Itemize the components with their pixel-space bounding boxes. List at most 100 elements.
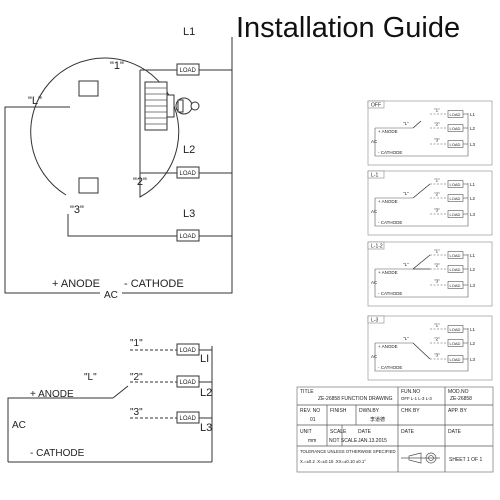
load-2-label: LOAD: [180, 171, 197, 177]
panel-anode-label: + ANODE: [378, 270, 398, 275]
shaft-tip: [190, 101, 200, 111]
panel-frame: [367, 315, 493, 381]
load-3-label: LOAD: [180, 234, 197, 240]
panel-ac-label: AC: [371, 280, 378, 285]
panel-terminal-label: "3": [434, 353, 440, 358]
panel-load-label: LOAD: [450, 126, 461, 131]
panel-terminal-label: "1": [434, 108, 440, 113]
tb-mod-no-label: MOD.NO: [448, 389, 469, 395]
panel-terminal-label: "2": [434, 263, 440, 268]
panel-tab: [367, 100, 385, 109]
panel-tab: [367, 170, 385, 179]
line-l3-label: L3: [183, 208, 195, 220]
panel-line-label: L2: [470, 126, 476, 131]
shaft-thread: [145, 87, 167, 125]
position-label: OFF: [371, 103, 381, 109]
title-block-frame: [296, 386, 494, 473]
panel-line-label: L1: [470, 112, 476, 117]
cathode-label-b: - CATHODE: [30, 448, 85, 459]
line-l2-label: L2: [183, 144, 195, 156]
panel-switch-blade: [412, 183, 431, 199]
panel-terminal-l: "L": [403, 121, 409, 126]
panel-frame: [367, 100, 493, 166]
panel-load-label: LOAD: [450, 212, 461, 217]
cathode-label: - CATHODE: [124, 278, 184, 290]
tb-finish-label: FINISH: [330, 408, 347, 414]
panel-switch-blade: [412, 120, 422, 129]
panel-tab: [367, 315, 385, 324]
panel-line-label: L1: [470, 253, 476, 258]
panel-anode-label: + ANODE: [378, 344, 398, 349]
terminal-3-label: "3": [70, 204, 84, 216]
panel-terminal-l: "L": [403, 336, 409, 341]
panel-cathode-label: - CATHODE: [378, 365, 402, 370]
tb-date3-label: DATE: [448, 429, 462, 435]
line-l2-label-b: L2: [200, 387, 212, 399]
panel-ac-label: AC: [371, 209, 378, 214]
panel-return-wire: [374, 328, 469, 372]
terminal-3-label-b: "3": [130, 407, 143, 418]
switch-body: [30, 57, 180, 198]
panel-line-label: L1: [470, 327, 476, 332]
panel-ac-label: AC: [371, 139, 378, 144]
terminal-2-label: "2": [133, 176, 147, 188]
shaft-collar: [166, 94, 175, 118]
terminal-2-label-b: "2": [130, 372, 143, 383]
panel-terminal-l: "L": [403, 191, 409, 196]
panel-terminal-label: "2": [434, 337, 440, 342]
panel-load-label: LOAD: [450, 142, 461, 147]
panel-terminal-label: "1": [434, 323, 440, 328]
page-title: Installation Guide: [236, 12, 461, 44]
load-b1-label: LOAD: [180, 348, 197, 354]
anode-rail: [7, 397, 30, 462]
line-l3-label-b: L3: [200, 422, 212, 434]
tb-dwn-by-label: DWN.BY: [359, 408, 380, 414]
load-b3-label: LOAD: [180, 416, 197, 422]
tb-rev-no-label: REV. NO: [300, 408, 320, 414]
terminal-1-label: "1": [110, 60, 124, 72]
position-label: L-3: [371, 318, 378, 324]
terminal-l-label-b: "L": [84, 372, 97, 383]
panel-cathode-label: - CATHODE: [378, 220, 402, 225]
panel-anode-label: + ANODE: [378, 199, 398, 204]
bottom-diagram: LOAD LOAD LOAD "L" "1" "2" "3" LI L2 L3 …: [7, 338, 213, 463]
panel-switch-blade: [412, 254, 431, 270]
tb-title-value: ZE-26858 FUNCTION DRAWING: [318, 396, 393, 402]
tb-sheet: SHEET 1 OF 1: [449, 457, 482, 463]
panel-cathode-label: - CATHODE: [378, 150, 402, 155]
wire-3-to-load: [67, 214, 177, 237]
anode-label: + ANODE: [52, 278, 100, 290]
panel-cathode-label: - CATHODE: [378, 291, 402, 296]
load-b2-label: LOAD: [180, 380, 197, 386]
panel-load-label: LOAD: [450, 196, 461, 201]
panel-line-label: L2: [470, 341, 476, 346]
panel-line-label: L2: [470, 267, 476, 272]
panel-terminal-label: "1": [434, 178, 440, 183]
panel-load-label: LOAD: [450, 267, 461, 272]
panel-line-label: L3: [470, 357, 476, 362]
tb-scale-label: SCALE: [330, 429, 347, 435]
panel-return-wire: [374, 113, 469, 157]
panel-switch-blade: [412, 342, 431, 360]
panel-terminal-label: "3": [434, 138, 440, 143]
tb-date1-label: DATE: [358, 429, 372, 435]
panel-ac-label: AC: [371, 354, 378, 359]
tb-date1-value: JAN.13.2015: [358, 438, 387, 444]
terminal-1-label-b: "1": [130, 338, 143, 349]
panel-terminal-label: "2": [434, 192, 440, 197]
projection-symbol: [401, 452, 440, 464]
position-label: L-1: [371, 173, 378, 179]
panel-frame: [367, 170, 493, 236]
panel-load-label: LOAD: [450, 357, 461, 362]
panel-terminal-label: "1": [434, 249, 440, 254]
line-l1-label-b: LI: [200, 353, 209, 365]
tb-fun-no-value: OFF L-1 L-3 L-3: [401, 396, 432, 401]
tb-date2-label: DATE: [401, 429, 415, 435]
tb-tolerance: TOLERANCE UNLESS OTHERWISE SPECIFIED: [300, 449, 396, 454]
panel-tab: [367, 241, 385, 250]
tb-mod-no-value: ZE-26858: [450, 396, 472, 402]
tb-title-label: TITLE: [300, 389, 314, 395]
